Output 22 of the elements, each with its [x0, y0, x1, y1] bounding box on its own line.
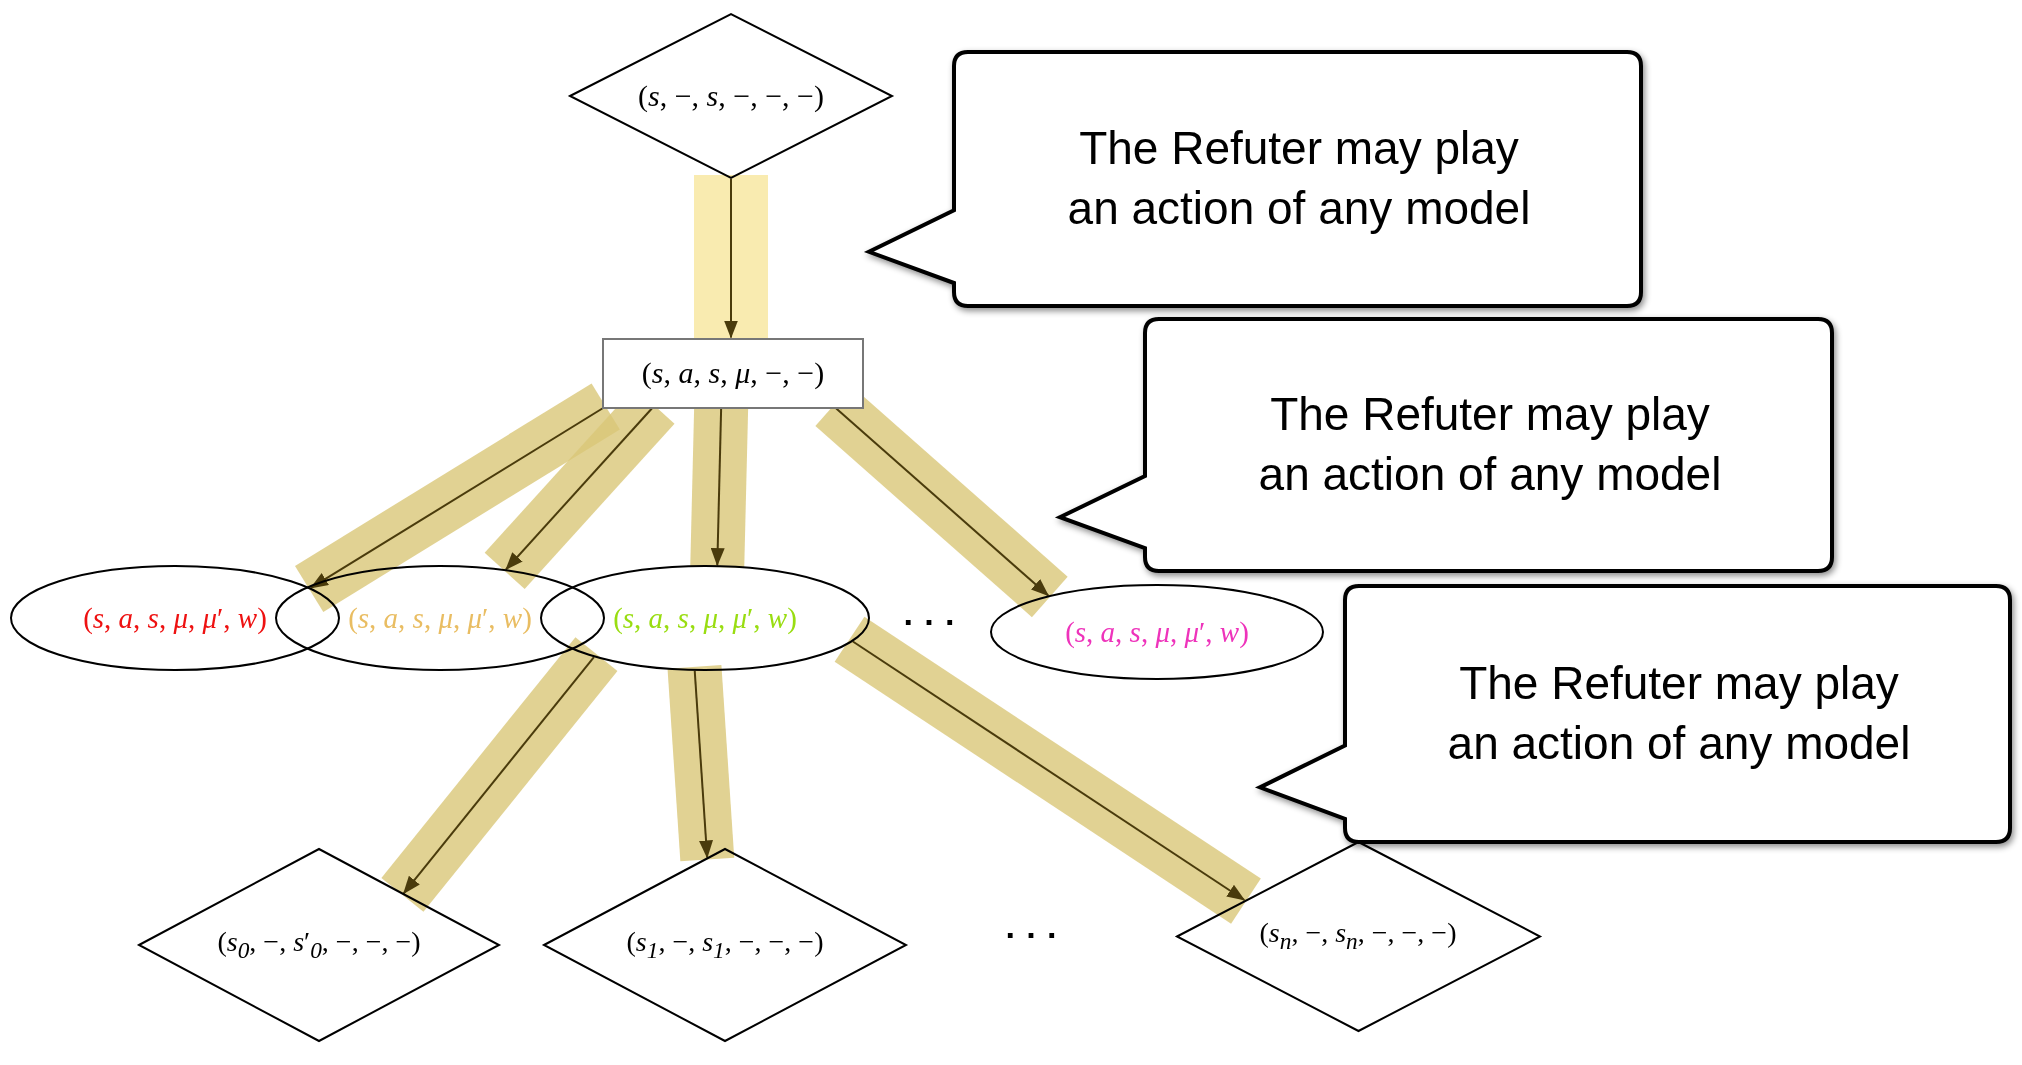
arrow [724, 178, 738, 339]
arrow [505, 407, 653, 571]
state-label: (s, a, s, μ, μ′, w) [613, 601, 797, 635]
arrow [835, 407, 1050, 597]
callout-text: The Refuter may play an action of any model [1257, 387, 1723, 502]
state-label: (s$_{n}$, −, s$_{n}$, −, −, −) [1259, 917, 1457, 955]
state-label: (s, a, s, μ, −, −) [641, 356, 825, 390]
state-label: (s$_{1}$, −, s$_{1}$, −, −, −) [626, 926, 824, 964]
callout-text: The Refuter may play an action of any model [1446, 656, 1912, 771]
arrow [851, 640, 1246, 901]
arrow [402, 656, 595, 895]
state-label: (s, a, s, μ, μ′, w) [83, 601, 267, 635]
state-label: (s, −, s, −, −, −) [637, 79, 824, 113]
callout-text: The Refuter may play an action of any model [1066, 121, 1532, 236]
state-label: (s, a, s, μ, μ′, w) [348, 601, 532, 635]
arrow [309, 407, 604, 589]
arrow [693, 669, 713, 859]
ellipsis-dots: · · · [903, 602, 957, 642]
ellipsis-dots: · · · [1005, 915, 1059, 955]
arrow [710, 407, 725, 567]
state-label: (s, a, s, μ, μ′, w) [1065, 615, 1249, 649]
state-label: (s$_{0}$, −, s′$_{0}$, −, −, −) [217, 926, 421, 964]
